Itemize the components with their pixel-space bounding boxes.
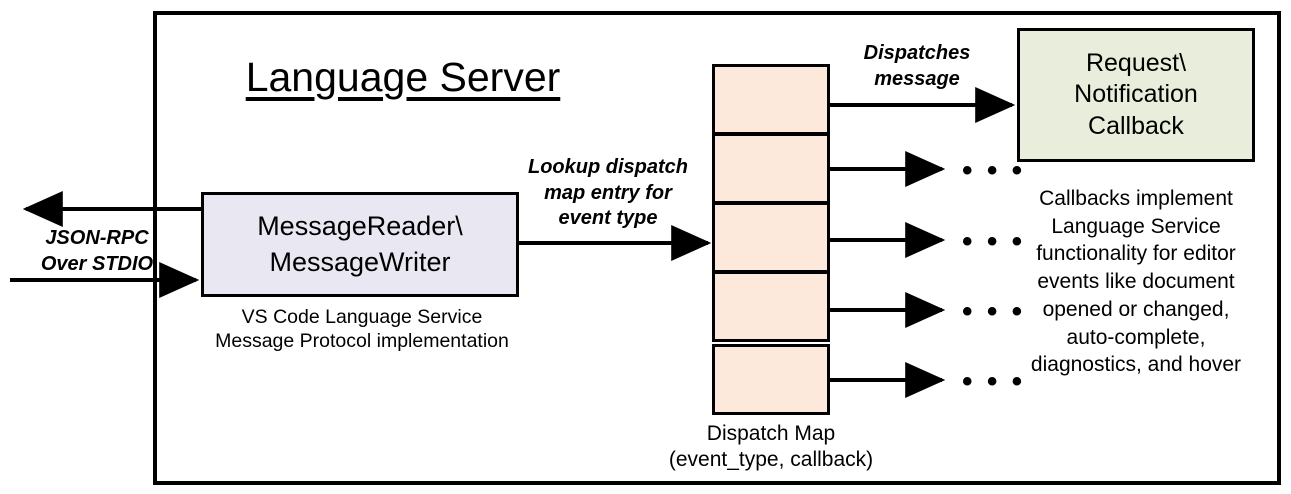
ellipsis-row-5: • • • <box>962 365 1026 398</box>
callback-caption: Callbacks implement Language Service fun… <box>1030 187 1242 377</box>
page-title: Language Server <box>245 54 561 100</box>
dispatch-map-row-4[interactable] <box>712 271 830 342</box>
request-notification-callback-title: Request\ Notification Callback <box>1074 48 1198 140</box>
dispatch-map-caption: Dispatch Map (event_type, callback) <box>668 422 874 472</box>
ellipsis-row-3: • • • <box>962 225 1026 258</box>
ellipsis-row-2: • • • <box>962 154 1026 187</box>
dispatch-map-row-1[interactable] <box>712 64 830 135</box>
jsonrpc-transport-label: JSON-RPC Over STDIO <box>40 227 154 275</box>
message-reader-writer-title: MessageReader\ MessageWriter <box>257 211 463 277</box>
lookup-dispatch-label: Lookup dispatch map entry for event type <box>528 156 688 230</box>
dispatches-message-label: Dispatches message <box>863 42 971 90</box>
ellipsis-row-4: • • • <box>962 295 1026 328</box>
dispatch-map-row-3[interactable] <box>712 202 830 273</box>
dispatch-map <box>712 64 830 415</box>
dispatch-map-row-2[interactable] <box>712 133 830 204</box>
request-notification-callback-box[interactable]: Request\ Notification Callback <box>1017 28 1255 162</box>
dispatch-map-row-5[interactable] <box>712 344 830 415</box>
message-reader-writer-caption: VS Code Language Service Message Protoco… <box>215 306 509 352</box>
message-reader-writer-box[interactable]: MessageReader\ MessageWriter <box>201 192 519 297</box>
language-server-boundary <box>153 11 1281 485</box>
